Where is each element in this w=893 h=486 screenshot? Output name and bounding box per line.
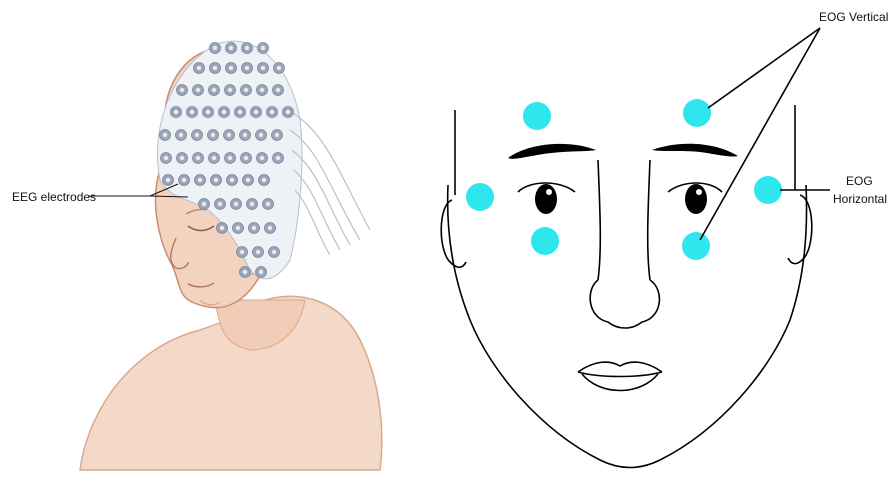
eog-electrode-left-temple <box>466 183 494 211</box>
eeg-electrode-center <box>245 66 249 70</box>
eyebrow-right <box>652 144 738 157</box>
eeg-electrode-center <box>222 110 226 114</box>
eeg-electrode-center <box>214 178 218 182</box>
eeg-electrode-center <box>244 88 248 92</box>
eyebrow-left <box>508 144 596 159</box>
nose-line-left <box>598 160 600 280</box>
eeg-electrode-center <box>229 46 233 50</box>
nose-line-right <box>648 160 650 280</box>
eeg-electrode-center <box>243 133 247 137</box>
eeg-electrode-center <box>262 178 266 182</box>
ear-right <box>788 195 812 264</box>
eeg-electrode-center <box>250 202 254 206</box>
eeg-electrode-center <box>229 66 233 70</box>
eog-horizontal-label-line1: EOG <box>846 174 873 188</box>
eeg-electrode-center <box>266 202 270 206</box>
eeg-electrode-center <box>252 226 256 230</box>
eeg-electrode-center <box>179 133 183 137</box>
eeg-electrode-center <box>180 156 184 160</box>
eeg-electrode-center <box>218 202 222 206</box>
eog-face-drawing <box>441 105 812 468</box>
eeg-electrode-center <box>228 156 232 160</box>
eog-vertical-pointer-bottom <box>700 28 820 240</box>
eeg-electrode-center <box>180 88 184 92</box>
eeg-electrode-center <box>256 250 260 254</box>
eye-right-pupil <box>685 184 707 214</box>
eog-electrode-below-left-eye <box>531 227 559 255</box>
eeg-electrode-center <box>195 133 199 137</box>
eog-electrode-above-left-eye <box>523 102 551 130</box>
eeg-electrode-center <box>211 133 215 137</box>
eeg-electrode-center <box>254 110 258 114</box>
eeg-electrode-center <box>213 66 217 70</box>
eeg-electrode-center <box>245 46 249 50</box>
eeg-electrode-center <box>276 88 280 92</box>
eye-left-pupil <box>535 184 557 214</box>
eeg-electrode-center <box>276 156 280 160</box>
eog-vertical-label: EOG Vertical <box>819 10 888 24</box>
eeg-electrode-center <box>174 110 178 114</box>
eeg-electrode-center <box>246 178 250 182</box>
eeg-electrode-center <box>234 202 238 206</box>
eog-vertical-pointer-top <box>708 28 820 108</box>
eeg-electrode-center <box>230 178 234 182</box>
eeg-electrode-center <box>261 46 265 50</box>
eeg-electrode-center <box>272 250 276 254</box>
eeg-electrode-center <box>182 178 186 182</box>
eeg-electrode-center <box>260 156 264 160</box>
eog-electrode-below-right-eye <box>682 232 710 260</box>
eeg-electrode-center <box>259 270 263 274</box>
eeg-electrode-center <box>240 250 244 254</box>
eeg-electrode-center <box>220 226 224 230</box>
eeg-electrode-center <box>190 110 194 114</box>
eeg-electrodes-label: EEG electrodes <box>12 190 96 204</box>
eeg-electrode-center <box>268 226 272 230</box>
eeg-electrode-center <box>213 46 217 50</box>
eeg-electrode-center <box>212 88 216 92</box>
lip-line <box>578 372 662 377</box>
eeg-electrode-center <box>212 156 216 160</box>
eeg-electrode-center <box>236 226 240 230</box>
eeg-electrode-center <box>197 66 201 70</box>
eeg-electrode-center <box>196 156 200 160</box>
face-outline <box>448 185 807 468</box>
eeg-electrode-center <box>196 88 200 92</box>
eog-horizontal-label-line2: Horizontal <box>833 192 887 206</box>
eeg-electrode-center <box>270 110 274 114</box>
nose-base <box>590 280 659 328</box>
eeg-electrode-center <box>260 88 264 92</box>
eeg-electrode-center <box>227 133 231 137</box>
eeg-electrode-center <box>202 202 206 206</box>
eeg-electrode-center <box>261 66 265 70</box>
eog-pointers <box>700 28 830 240</box>
eeg-electrode-center <box>238 110 242 114</box>
eeg-electrode-center <box>228 88 232 92</box>
eeg-electrode-center <box>259 133 263 137</box>
eeg-electrode-center <box>275 133 279 137</box>
eeg-electrode-center <box>244 156 248 160</box>
eeg-electrode-center <box>206 110 210 114</box>
eeg-electrode-center <box>163 133 167 137</box>
eog-electrode-above-right-eye <box>683 99 711 127</box>
eog-electrode-right-temple <box>754 176 782 204</box>
eeg-electrode-center <box>277 66 281 70</box>
eeg-electrode-center <box>198 178 202 182</box>
eeg-electrode-center <box>243 270 247 274</box>
eeg-electrode-center <box>286 110 290 114</box>
eeg-head-illustration <box>80 41 382 470</box>
eeg-electrode-center <box>166 178 170 182</box>
upper-lip <box>578 362 662 372</box>
eeg-electrode-center <box>164 156 168 160</box>
ear-left <box>441 200 466 267</box>
